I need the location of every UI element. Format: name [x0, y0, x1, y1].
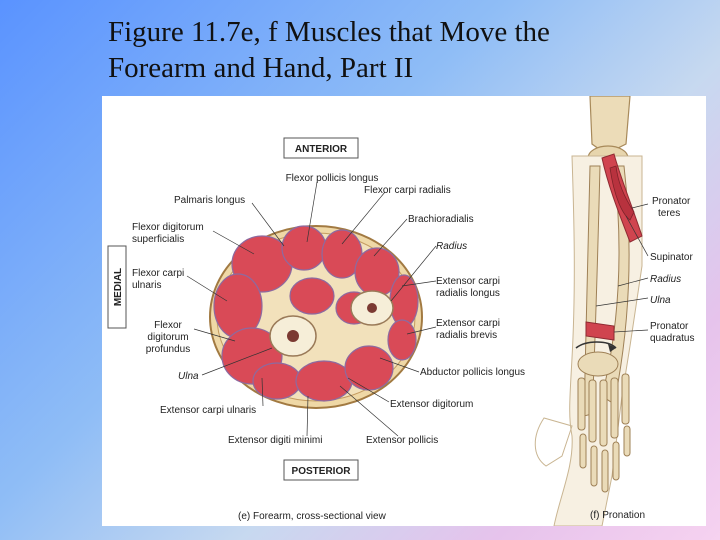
pronation-panel: Pronator teres Supinator Radius Ulna Pro…: [534, 96, 694, 526]
label-fcu-line2: ulnaris: [132, 280, 161, 291]
label-ecrb-line1: Extensor carpi: [436, 318, 500, 329]
label-pq-line2: quadratus: [650, 333, 694, 344]
label-fds-line1: Flexor digitorum: [132, 222, 204, 233]
posterior-box: [283, 459, 359, 481]
label-radius-f: Radius: [650, 274, 681, 285]
rotation-arrowhead: [608, 344, 616, 352]
anatomy-figure: ANTERIOR POSTERIOR MEDIAL: [102, 96, 706, 526]
thumb-outline: [534, 417, 573, 467]
label-ecrl-line2: radialis longus: [436, 288, 500, 299]
label-pq-line1: Pronator: [650, 321, 689, 332]
humerus-bone: [589, 96, 631, 155]
pronator-quadratus-muscle: [585, 321, 615, 341]
label-brachioradialis: Brachioradialis: [408, 214, 474, 225]
label-pronator-teres-line2: teres: [658, 208, 680, 219]
label-extensor-carpi-ulnaris: Extensor carpi ulnaris: [160, 405, 256, 416]
label-ecrl-line1: Extensor carpi: [436, 276, 500, 287]
anterior-box: [283, 137, 359, 159]
label-fds-line2: superficialis: [132, 234, 184, 245]
label-fdp-line2: digitorum: [147, 332, 188, 343]
label-pronator-teres-line1: Pronator: [652, 196, 691, 207]
supinator-muscle: [609, 165, 635, 221]
radius-marrow: [367, 303, 377, 313]
label-radius-e: Radius: [436, 241, 467, 252]
rotation-arrow: [575, 341, 617, 349]
label-extensor-pollicis: Extensor pollicis: [366, 435, 438, 446]
slide-title: Figure 11.7e, f Muscles that Move the Fo…: [108, 14, 688, 86]
caption-f: (f) Pronation: [590, 510, 645, 521]
anatomy-illustration: ANTERIOR POSTERIOR MEDIAL: [107, 96, 694, 526]
hand-bones: [577, 351, 631, 493]
medial-box: [107, 245, 127, 329]
label-extensor-digiti-minimi: Extensor digiti minimi: [228, 435, 322, 446]
leader-lines: [186, 181, 437, 437]
label-ulna-e: Ulna: [178, 371, 199, 382]
label-flexor-pollicis-longus: Flexor pollicis longus: [286, 173, 379, 184]
label-fdp-line1: Flexor: [154, 320, 182, 331]
title-line-1: Figure 11.7e, f Muscles that Move the: [108, 16, 550, 48]
bones: [269, 290, 394, 357]
cross-section-panel: ANTERIOR POSTERIOR MEDIAL: [107, 137, 525, 522]
muscle-bundles: [213, 225, 419, 402]
medial-label: MEDIAL: [113, 268, 124, 306]
label-ecrb-line2: radialis brevis: [436, 330, 497, 341]
ulna-marrow: [287, 330, 299, 342]
label-extensor-digitorum: Extensor digitorum: [390, 399, 473, 410]
posterior-label: POSTERIOR: [292, 466, 352, 477]
label-supinator: Supinator: [650, 252, 693, 263]
leader-lines-f: [595, 203, 649, 333]
label-abductor-pollicis-longus: Abductor pollicis longus: [420, 367, 525, 378]
title-line-2: Forearm and Hand, Part II: [108, 52, 414, 84]
label-palmaris-longus: Palmaris longus: [174, 195, 245, 206]
label-fdp-line3: profundus: [146, 344, 190, 355]
label-flexor-carpi-radialis: Flexor carpi radialis: [364, 185, 451, 196]
caption-e: (e) Forearm, cross-sectional view: [238, 511, 387, 522]
label-fcu-line1: Flexor carpi: [132, 268, 184, 279]
anterior-label: ANTERIOR: [295, 144, 348, 155]
label-ulna-f: Ulna: [650, 295, 671, 306]
